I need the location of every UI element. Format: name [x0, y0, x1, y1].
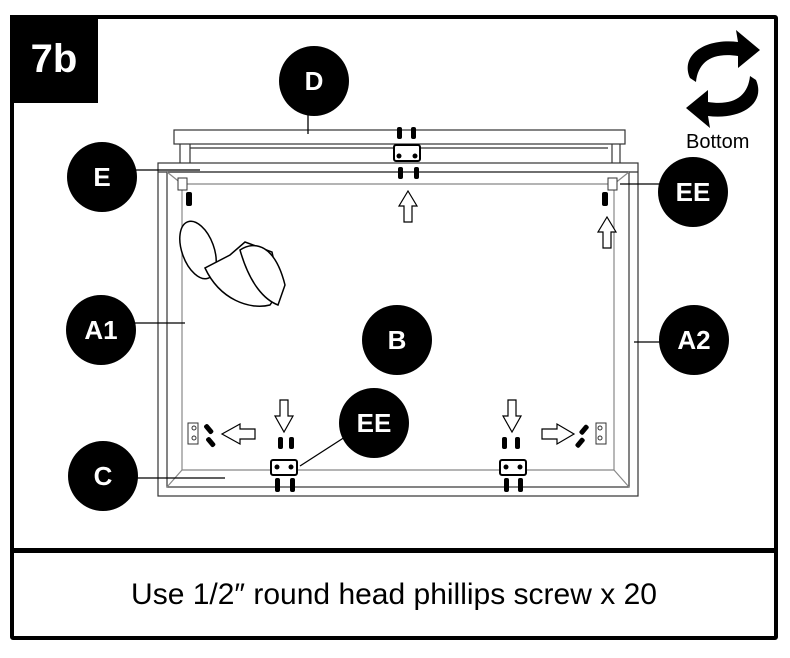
callout-part-d: D	[279, 46, 349, 116]
callout-part-ee-bottom: EE	[339, 388, 409, 458]
arrow-down-icon	[501, 399, 523, 434]
callout-part-a1: A1	[66, 295, 136, 365]
instruction-caption: Use 1/2″ round head phillips screw x 20	[14, 553, 774, 637]
step-number: 7b	[30, 36, 78, 81]
bottom-brackets	[270, 459, 527, 476]
callout-part-c: C	[68, 441, 138, 511]
direction-arrows	[220, 189, 618, 446]
diagram-frame	[10, 15, 778, 640]
corner-brackets	[177, 177, 618, 445]
arrow-right-icon	[541, 422, 576, 446]
instruction-text: Use 1/2″ round head phillips screw x 20	[131, 578, 657, 611]
callout-part-a2: A2	[659, 305, 729, 375]
rotate-arrows-icon	[686, 30, 760, 128]
arrow-up-icon	[596, 215, 618, 249]
leader-lines	[134, 110, 663, 479]
callout-part-b: B	[362, 305, 432, 375]
step-badge: 7b	[10, 15, 98, 103]
orientation-label: Bottom	[686, 131, 750, 153]
arrow-down-icon	[273, 399, 295, 434]
callout-part-ee-top: EE	[658, 157, 728, 227]
caption-divider	[10, 548, 778, 553]
screw-icons	[186, 127, 608, 492]
top-center-bracket	[393, 144, 421, 162]
arrow-left-icon	[220, 422, 256, 446]
arrow-up-icon	[397, 189, 419, 223]
screwdriver-icon	[179, 220, 286, 307]
callout-part-e: E	[67, 142, 137, 212]
